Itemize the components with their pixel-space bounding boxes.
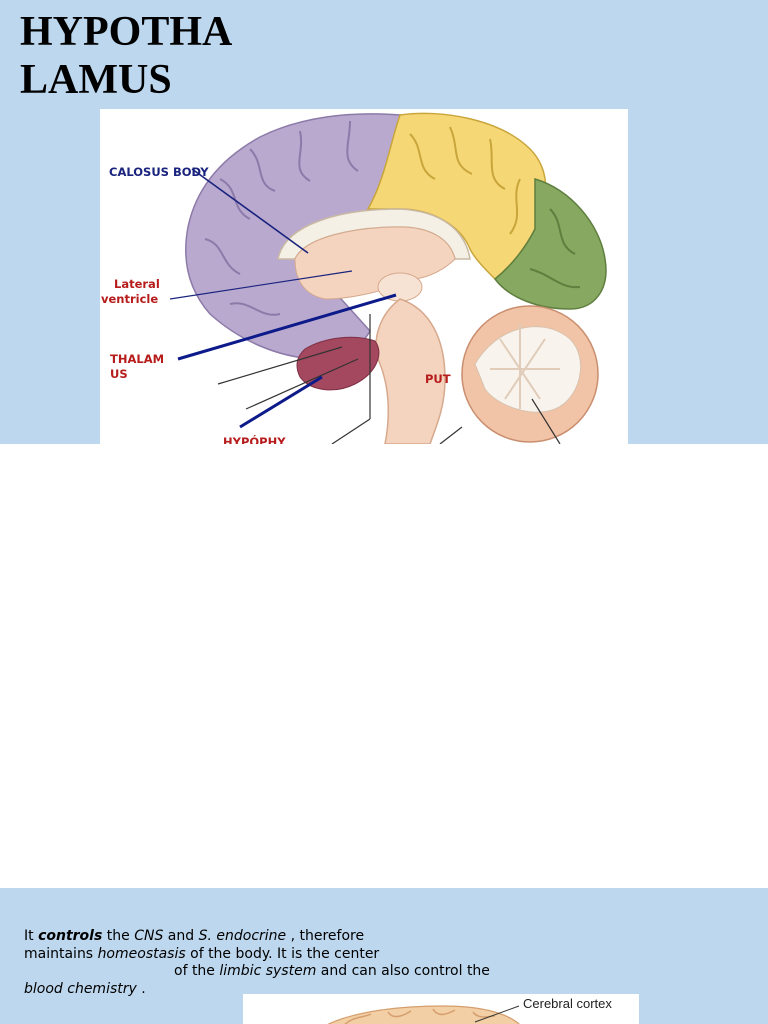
description-paragraph: It controls the CNS and S. endocrine , t… [24, 928, 544, 998]
cortex-illustration [327, 1005, 520, 1024]
slide-title: HYPOTHA LAMUS [20, 8, 232, 104]
text-span: , therefore [286, 928, 365, 944]
title-line-2: LAMUS [20, 57, 172, 103]
text-span: . [136, 980, 146, 997]
slide-hypothalamus-function: It controls the CNS and S. endocrine , t… [0, 888, 768, 1024]
text-emphasis: S. endocrine [198, 928, 287, 944]
text-span: It [24, 928, 39, 944]
cerebral-cortex-diagram: Cerebral cortex [243, 994, 639, 1024]
blank-page-area [0, 444, 768, 888]
label-thalamus-1: THALAM [110, 352, 165, 366]
text-emphasis: homeostasis [97, 945, 186, 962]
text-emphasis: blood chemistry [24, 980, 137, 997]
text-span: the [102, 928, 135, 944]
brain-sagittal-diagram: CALOSUS BODY Lateral ventricle THALAM US… [100, 109, 628, 444]
label-lateral-ventricle-2: ventricle [101, 292, 159, 306]
text-emphasis: CNS [134, 928, 164, 944]
title-line-1: HYPOTHA [20, 9, 233, 55]
text-span: of the body. It is the center [185, 945, 380, 962]
lateral-ventricle-region [294, 226, 456, 300]
slide-hypothalamus: HYPOTHA LAMUS [0, 0, 768, 444]
text-span: of the [174, 963, 220, 979]
label-hypophysis: HYPÓPHY [223, 435, 286, 444]
text-emphasis: controls [38, 928, 103, 944]
label-lateral-ventricle-1: Lateral [114, 277, 160, 291]
cortex-surface [327, 1005, 520, 1024]
text-span: maintains [24, 945, 98, 962]
text-span: and can also control the [316, 963, 490, 979]
brain-illustration [169, 112, 607, 444]
label-cerebral-cortex: Cerebral cortex [523, 996, 612, 1011]
text-span: and [163, 928, 199, 944]
occipital-lobe [493, 178, 607, 310]
text-emphasis: limbic system [219, 963, 317, 979]
label-thalamus-2: US [110, 367, 128, 381]
label-callosum: CALOSUS BODY [109, 165, 209, 179]
label-put: PUT [425, 372, 451, 386]
